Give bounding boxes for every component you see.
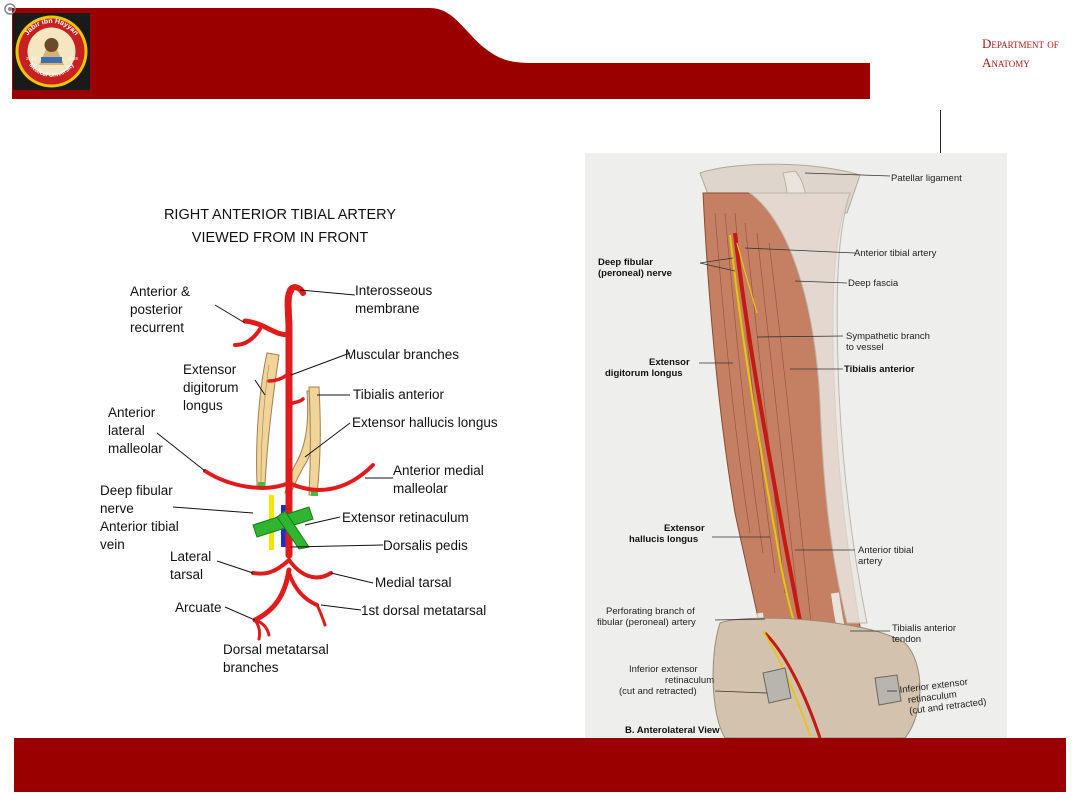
artery-foot xyxy=(763,631,822,738)
label-deep-fibular-2: nerve xyxy=(100,501,134,516)
illustration-leaders xyxy=(699,172,897,694)
plabel-perforating-2: fibular (peroneal) artery xyxy=(597,617,696,628)
label-extensor-hallucis: Extensor hallucis longus xyxy=(352,415,498,430)
ankle-region xyxy=(712,617,921,738)
label-leaders xyxy=(156,289,393,621)
university-logo: Jabir ibn Hayyan Medical University 2014… xyxy=(13,13,90,90)
nerve-foot xyxy=(762,630,812,738)
artery-tree xyxy=(203,284,375,641)
plabel-ier-left-2: retinaculum xyxy=(665,675,714,686)
label-lateral-malleolar-3: malleolar xyxy=(108,441,163,456)
leg-illustration: Patellar ligament Anterior tibial artery… xyxy=(597,163,987,738)
plabel-anterior-tibial-artery: Anterior tibial artery xyxy=(854,248,937,259)
plabel-ata-lower-2: artery xyxy=(858,556,883,567)
label-recurrent-1: Anterior & xyxy=(130,284,190,299)
department-line2: Anatomy xyxy=(982,55,1030,70)
label-first-dorsal-metatarsal: 1st dorsal metatarsal xyxy=(361,603,486,618)
plabel-ta-tendon-1: Tibialis anterior xyxy=(892,623,956,634)
plabel-tibialis-anterior: Tibialis anterior xyxy=(844,364,915,375)
plabel-ier-left-3: (cut and retracted) xyxy=(619,686,697,697)
extensor-retinaculum xyxy=(252,506,314,550)
tibialis-anterior-muscle xyxy=(308,386,321,496)
footer-band xyxy=(14,738,1066,792)
plabel-ata-lower-1: Anterior tibial xyxy=(858,545,913,556)
plabel-edl-1: Extensor xyxy=(649,357,690,368)
diagram-title-line1: RIGHT ANTERIOR TIBIAL ARTERY xyxy=(164,207,396,223)
logo-year-right: 1435 xyxy=(68,56,79,61)
label-interosseous-1: Interosseous xyxy=(355,283,433,298)
header-band xyxy=(12,8,870,99)
settings-icon[interactable] xyxy=(2,1,18,17)
anterior-tibial-artery-diagram: RIGHT ANTERIOR TIBIAL ARTERY VIEWED FROM… xyxy=(100,207,498,675)
extensor-digitorum-muscle xyxy=(256,352,280,486)
plabel-perforating-1: Perforating branch of xyxy=(606,606,695,617)
anatomy-illustration-panel: Patellar ligament Anterior tibial artery… xyxy=(585,153,1007,738)
plabel-caption: B. Anterolateral View xyxy=(625,725,720,736)
label-lateral-tarsal-2: tarsal xyxy=(170,567,203,582)
label-interosseous-2: membrane xyxy=(355,301,420,316)
logo-year-left: 2014 xyxy=(26,56,37,61)
divider-line xyxy=(940,110,941,155)
label-dorsal-metatarsal-2: branches xyxy=(223,660,279,675)
label-lateral-malleolar-2: lateral xyxy=(108,423,145,438)
retinaculum-right xyxy=(874,674,902,706)
plabel-ehl-2: hallucis longus xyxy=(629,534,698,545)
plabel-patellar-ligament: Patellar ligament xyxy=(891,173,962,184)
diagram-title-line2: VIEWED FROM IN FRONT xyxy=(192,230,369,246)
label-medial-malleolar-1: Anterior medial xyxy=(393,463,484,478)
label-medial-malleolar-2: malleolar xyxy=(393,481,448,496)
label-extensor-digitorum-3: longus xyxy=(183,398,223,413)
label-recurrent-2: posterior xyxy=(130,302,183,317)
label-lateral-tarsal-1: Lateral xyxy=(170,549,211,564)
plabel-edl-2: digitorum longus xyxy=(605,368,683,379)
plabel-sympathetic-2: to vessel xyxy=(846,342,884,353)
label-tibialis-anterior: Tibialis anterior xyxy=(353,387,445,402)
deep-fascia xyxy=(748,192,868,624)
muscle-tendon-end xyxy=(258,482,265,487)
plabel-deep-fascia: Deep fascia xyxy=(848,278,899,289)
label-dorsal-metatarsal-1: Dorsal metatarsal xyxy=(223,642,329,657)
label-medial-tarsal: Medial tarsal xyxy=(375,575,452,590)
label-extensor-digitorum-2: digitorum xyxy=(183,380,239,395)
label-extensor-digitorum-1: Extensor xyxy=(183,362,237,377)
label-dorsalis-pedis: Dorsalis pedis xyxy=(383,538,468,553)
plabel-ier-left-1: Inferior extensor xyxy=(629,664,698,675)
label-deep-fibular-1: Deep fibular xyxy=(100,483,173,498)
plabel-deep-fibular-2: (peroneal) nerve xyxy=(598,268,672,279)
plabel-deep-fibular-1: Deep fibular xyxy=(598,257,653,268)
plabel-ta-tendon-2: tendon xyxy=(892,634,921,645)
label-arcuate: Arcuate xyxy=(175,600,222,615)
nerve-branch xyxy=(736,242,758,314)
department-name: Department of Anatomy xyxy=(982,34,1059,72)
label-vein-2: vein xyxy=(100,537,125,552)
label-extensor-retinaculum: Extensor retinaculum xyxy=(342,510,469,525)
department-line1: Department of xyxy=(982,36,1059,51)
label-lateral-malleolar-1: Anterior xyxy=(108,405,156,420)
label-vein-1: Anterior tibial xyxy=(100,519,179,534)
anterior-tibial-artery-illustration xyxy=(733,232,812,674)
muscle-tendon-end xyxy=(311,491,318,496)
label-muscular-branches: Muscular branches xyxy=(345,347,459,362)
plabel-sympathetic-1: Sympathetic branch xyxy=(846,331,930,342)
plabel-ehl-1: Extensor xyxy=(664,523,705,534)
label-recurrent-3: recurrent xyxy=(130,320,184,335)
